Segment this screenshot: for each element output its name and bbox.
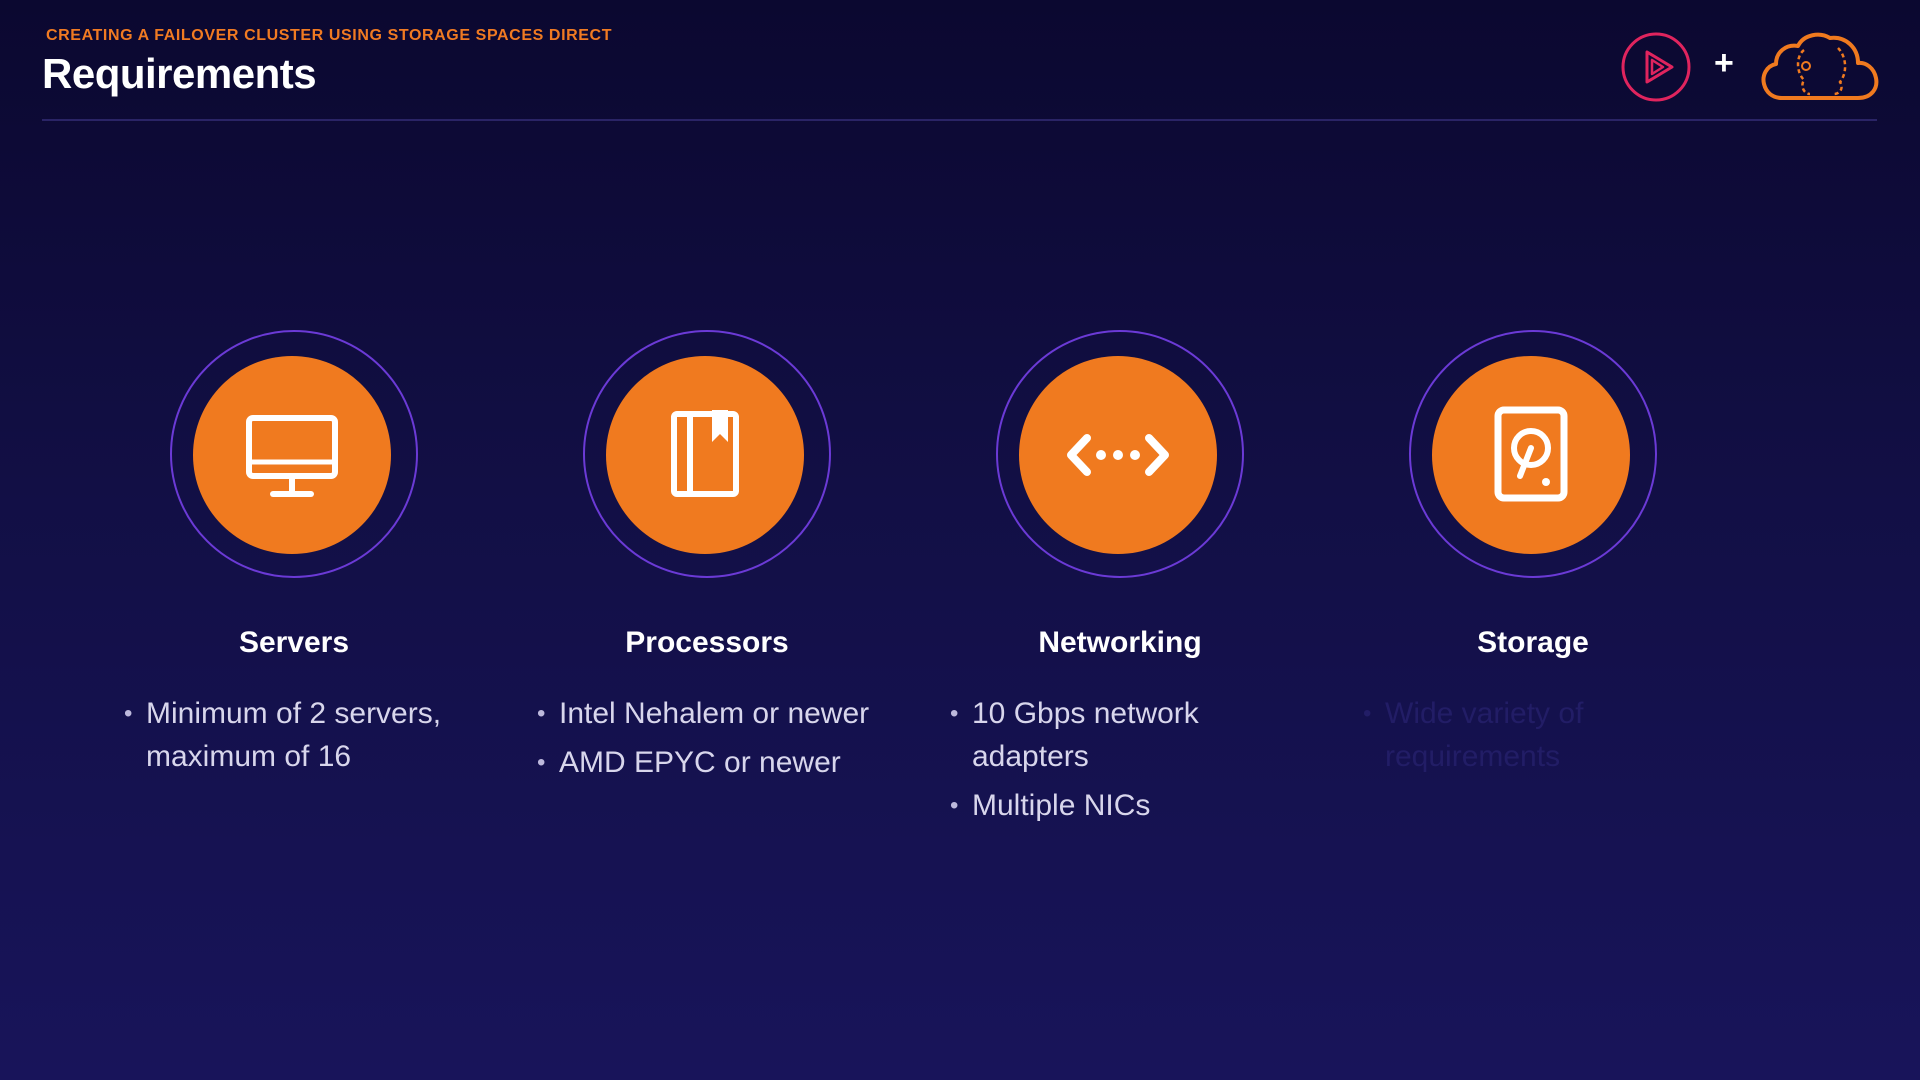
header-logos: + bbox=[1620, 28, 1880, 104]
card-bullets: Intel Nehalem or newer AMD EPYC or newer bbox=[537, 692, 897, 790]
card-bullets: 10 Gbps network adapters Multiple NICs bbox=[950, 692, 1310, 833]
plus-sign: + bbox=[1714, 44, 1734, 82]
card-ring bbox=[583, 330, 831, 578]
card-title: Networking bbox=[1038, 626, 1202, 659]
card-bullets: Wide variety of requirements bbox=[1363, 692, 1723, 784]
slide-eyebrow: CREATING A FAILOVER CLUSTER USING STORAG… bbox=[46, 27, 613, 44]
card-title: Servers bbox=[238, 626, 350, 659]
bullet-item: 10 Gbps network adapters bbox=[950, 692, 1310, 778]
play-logo-icon bbox=[1621, 32, 1691, 102]
card-icon-disc bbox=[606, 356, 804, 554]
header-divider bbox=[42, 119, 1877, 121]
book-icon bbox=[671, 410, 739, 497]
bullet-item: Minimum of 2 servers, maximum of 16 bbox=[124, 692, 484, 778]
card-title: Storage bbox=[1477, 626, 1589, 659]
bullet-item: Multiple NICs bbox=[950, 784, 1310, 827]
hard-drive-icon bbox=[1494, 406, 1568, 502]
network-arrows-icon bbox=[1067, 434, 1169, 476]
bullet-item: AMD EPYC or newer bbox=[537, 741, 897, 784]
card-ring bbox=[170, 330, 418, 578]
card-title: Processors bbox=[625, 626, 789, 659]
card-icon-disc bbox=[1019, 356, 1217, 554]
monitor-icon bbox=[246, 415, 338, 497]
slide-title: Requirements bbox=[42, 50, 317, 97]
card-ring bbox=[1409, 330, 1657, 578]
bullet-item: Intel Nehalem or newer bbox=[537, 692, 897, 735]
card-ring bbox=[996, 330, 1244, 578]
card-bullets: Minimum of 2 servers, maximum of 16 bbox=[124, 692, 484, 784]
card-icon-disc bbox=[1432, 356, 1630, 554]
cloud-brain-logo-icon bbox=[1761, 32, 1879, 100]
bullet-item: Wide variety of requirements bbox=[1363, 692, 1723, 778]
card-icon-disc bbox=[193, 356, 391, 554]
